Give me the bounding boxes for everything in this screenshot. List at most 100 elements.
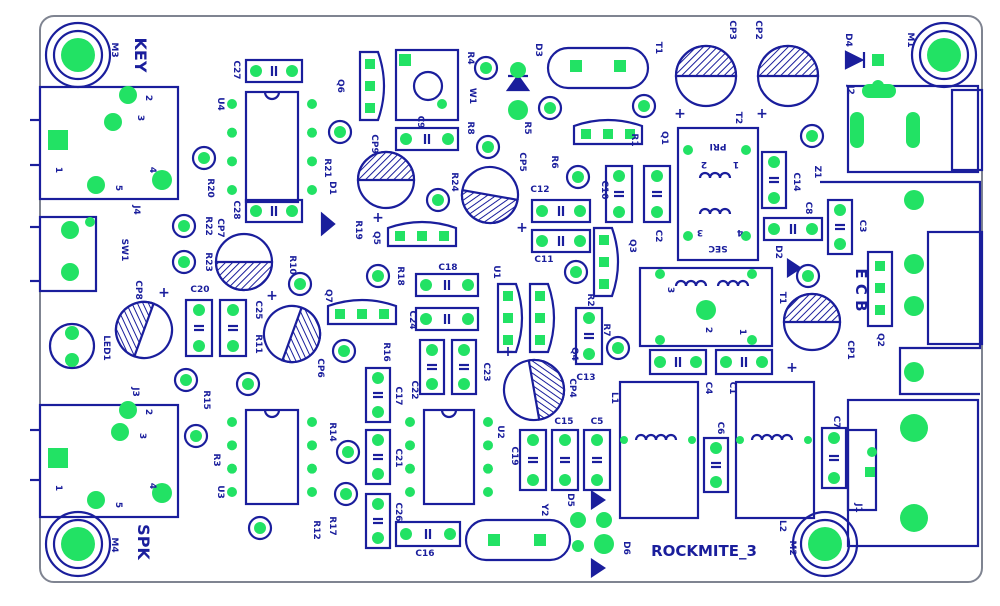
jack-j4-body	[38, 403, 180, 519]
ic-u2-pin	[405, 417, 415, 427]
res-d2pad-pad	[802, 270, 814, 282]
cap-c5-pad-b	[591, 474, 603, 486]
res-r3-outline	[183, 423, 209, 449]
res-r22-outline	[171, 213, 197, 239]
ic-u4-body	[244, 90, 300, 204]
pad	[594, 534, 614, 554]
label-c10: C10	[599, 180, 609, 199]
tr-q1-pin	[625, 129, 635, 139]
label-c13: C13	[576, 373, 595, 383]
label-j2: J2	[845, 84, 855, 95]
res-cp10-pad	[242, 378, 254, 390]
label-c15: C15	[554, 417, 573, 427]
res-r8-pad	[482, 141, 494, 153]
square-pad	[488, 534, 500, 546]
square-pad	[872, 54, 884, 66]
cap-c25-pad-a	[227, 304, 239, 316]
cap-c23-outline	[450, 338, 478, 396]
cap-c27-pad-a	[250, 65, 262, 77]
pad	[87, 176, 105, 194]
ecap-cp8	[114, 300, 174, 360]
cap-c18-pad-a	[420, 279, 432, 291]
cap-c21-pad-a	[372, 434, 384, 446]
pad	[688, 436, 696, 444]
jack-j3-body	[38, 85, 180, 201]
res-r21-pad	[334, 126, 346, 138]
cap-c27-pad-b	[286, 65, 298, 77]
ic-u3-pin	[227, 417, 237, 427]
label-c3: C3	[857, 220, 867, 233]
cap-c2-outline	[642, 164, 672, 224]
label-n4: 4	[147, 167, 157, 173]
cap-c26-outline	[364, 492, 392, 550]
pad	[119, 401, 137, 419]
pot-w1-body	[394, 48, 460, 122]
label-r17: R17	[327, 516, 337, 535]
label-q4: Q4	[569, 347, 579, 361]
label-u4: U4	[215, 97, 225, 111]
res-r4-pad	[480, 62, 492, 74]
cap-c6-pad-a	[710, 442, 722, 454]
label-c27: C27	[231, 60, 241, 79]
label-n2: 2	[143, 409, 153, 415]
label-c21: C21	[393, 448, 403, 467]
xfmr-t2-coil-sec	[698, 207, 732, 215]
xfmr-t2-body	[676, 126, 760, 262]
cap-c27-outline	[244, 58, 304, 84]
cap-c22-outline	[418, 338, 446, 396]
label-d3: D3	[533, 43, 543, 57]
pad	[900, 504, 928, 532]
cap-c21-pad-b	[372, 468, 384, 480]
conn-j1-tab	[846, 428, 878, 512]
label-c14: C14	[791, 172, 801, 191]
pad	[152, 170, 172, 190]
label-r7: R7	[601, 323, 611, 336]
cap-c13-outline	[574, 306, 604, 366]
ecap-r11	[262, 304, 322, 364]
ecap-cp4	[502, 358, 566, 422]
inductor-l1-body	[618, 380, 700, 520]
cap-c17-pad-b	[372, 406, 384, 418]
cap-c5-outline	[582, 428, 612, 492]
tr-u1-body	[496, 282, 524, 354]
xfmr-t1-coil-a	[674, 279, 708, 287]
tr-q5-pin	[439, 231, 449, 241]
ecap-cp3	[674, 44, 738, 108]
label-c19: C19	[509, 446, 519, 465]
ecap-cp7-hatch	[214, 260, 274, 292]
pad	[61, 263, 79, 281]
label-q2: Q2	[875, 333, 885, 347]
pad	[65, 326, 79, 340]
cap-c10-pad-b	[613, 206, 625, 218]
label-r16: R16	[381, 342, 391, 361]
label-c28: C28	[231, 200, 241, 219]
ecap-cp3-hatch	[674, 44, 738, 78]
ecap-cp5-hatch	[460, 188, 519, 225]
label-q1: Q1	[659, 131, 669, 145]
pad	[620, 436, 628, 444]
cap-c14-pad-a	[768, 156, 780, 168]
tr-q6-pin	[365, 59, 375, 69]
res-r16-outline	[331, 338, 357, 364]
label-r10: R10	[287, 255, 297, 274]
ecap-cp1-hatch	[782, 292, 842, 324]
res-r18-outline	[365, 263, 391, 289]
inductor-l2-coil	[750, 433, 794, 441]
ic-u3-notch	[263, 409, 281, 419]
label-d2: D2	[773, 245, 783, 259]
pad	[741, 145, 751, 155]
label-c12: C12	[530, 185, 549, 195]
res-r7-pad	[612, 342, 624, 354]
label-u2: U2	[495, 425, 505, 439]
mount-hole-m2-pad	[808, 527, 842, 561]
ecap-cp2-hatch	[756, 44, 820, 78]
cap-c7-pad-b	[828, 472, 840, 484]
res-r22-pad	[178, 220, 190, 232]
res-r5-pad	[544, 102, 556, 114]
bnc-inner	[926, 230, 984, 346]
tr-q4-body	[528, 282, 556, 354]
label-r1: R1	[629, 133, 639, 146]
ecap-cp8-hatch	[114, 300, 155, 358]
label-cp4: CP4	[567, 378, 577, 397]
label-r19: R19	[353, 220, 363, 239]
